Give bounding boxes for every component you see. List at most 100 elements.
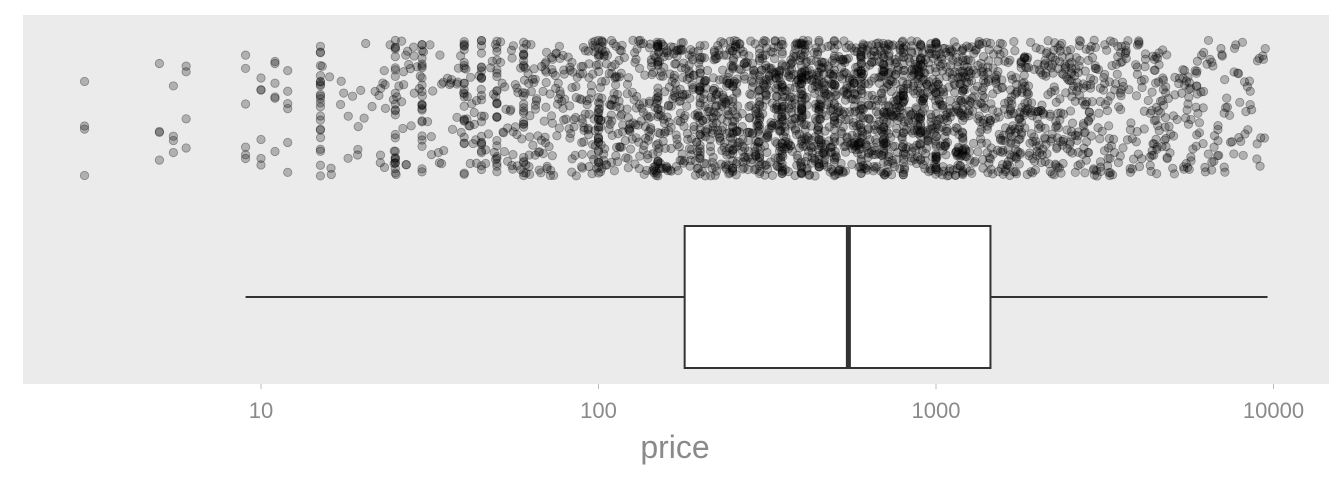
data-point bbox=[1087, 53, 1098, 63]
data-point bbox=[923, 125, 933, 135]
data-point bbox=[508, 127, 518, 137]
data-point bbox=[931, 77, 942, 87]
data-point bbox=[1233, 69, 1244, 79]
data-point bbox=[476, 148, 487, 158]
data-point bbox=[1147, 106, 1157, 116]
data-point bbox=[1149, 150, 1159, 160]
data-point bbox=[1015, 148, 1025, 158]
data-point bbox=[793, 75, 804, 85]
data-point bbox=[810, 81, 820, 91]
data-point bbox=[1052, 121, 1062, 131]
data-point bbox=[960, 72, 970, 82]
data-point bbox=[1095, 83, 1105, 93]
data-point bbox=[1004, 128, 1014, 138]
data-point bbox=[995, 147, 1006, 157]
data-point bbox=[1161, 133, 1171, 143]
data-point bbox=[974, 36, 984, 47]
data-point bbox=[866, 76, 876, 86]
data-point bbox=[732, 112, 743, 122]
data-point bbox=[941, 62, 951, 72]
data-point bbox=[968, 138, 979, 148]
data-point bbox=[240, 99, 251, 109]
data-point bbox=[753, 126, 764, 136]
data-point bbox=[898, 149, 908, 159]
data-point bbox=[607, 130, 617, 140]
data-point bbox=[1013, 147, 1023, 157]
data-point bbox=[964, 43, 974, 53]
data-point bbox=[759, 36, 769, 46]
data-point bbox=[1061, 72, 1072, 82]
data-point bbox=[1065, 45, 1076, 55]
data-point bbox=[1014, 114, 1025, 124]
data-point bbox=[1067, 91, 1077, 102]
data-point bbox=[794, 143, 805, 153]
data-point bbox=[982, 138, 992, 148]
data-point bbox=[804, 170, 814, 180]
data-point bbox=[655, 71, 666, 81]
data-point bbox=[1042, 47, 1052, 57]
data-point bbox=[901, 41, 911, 51]
data-point bbox=[898, 139, 908, 149]
data-point bbox=[915, 95, 926, 105]
data-point bbox=[856, 52, 866, 62]
data-point bbox=[812, 49, 822, 59]
data-point bbox=[718, 65, 728, 75]
data-point bbox=[270, 146, 280, 157]
data-point bbox=[270, 92, 280, 102]
data-point bbox=[763, 131, 773, 141]
data-point bbox=[792, 160, 802, 170]
data-point bbox=[694, 85, 704, 96]
data-point bbox=[814, 67, 824, 78]
data-point bbox=[168, 81, 178, 91]
data-point bbox=[1113, 41, 1123, 51]
data-point bbox=[909, 68, 919, 78]
data-point bbox=[415, 71, 425, 81]
data-point bbox=[761, 160, 771, 170]
data-point bbox=[998, 145, 1008, 155]
data-point bbox=[955, 67, 965, 77]
data-point bbox=[870, 135, 881, 145]
data-point bbox=[706, 146, 716, 157]
data-point bbox=[1083, 116, 1094, 126]
data-point bbox=[841, 43, 852, 53]
data-point bbox=[651, 93, 661, 104]
data-point bbox=[679, 58, 689, 68]
data-point bbox=[878, 70, 889, 80]
data-point bbox=[713, 41, 723, 51]
data-point bbox=[860, 79, 870, 89]
data-point bbox=[1049, 82, 1059, 92]
data-point bbox=[256, 134, 266, 145]
data-point bbox=[519, 119, 529, 129]
data-point bbox=[727, 46, 737, 56]
data-point bbox=[598, 37, 608, 47]
data-point bbox=[571, 81, 581, 92]
data-point bbox=[719, 50, 729, 60]
data-point bbox=[857, 131, 868, 141]
data-point bbox=[608, 38, 619, 49]
data-point bbox=[1200, 167, 1211, 177]
data-point bbox=[935, 87, 945, 97]
data-point bbox=[1131, 60, 1141, 70]
data-point bbox=[442, 73, 453, 83]
data-point bbox=[755, 74, 765, 85]
data-point bbox=[958, 115, 968, 126]
data-point bbox=[315, 133, 326, 143]
data-point bbox=[1020, 123, 1030, 133]
data-point bbox=[1162, 50, 1172, 60]
data-point bbox=[847, 144, 857, 154]
data-point bbox=[812, 82, 822, 92]
data-point bbox=[315, 102, 326, 112]
data-point bbox=[785, 92, 796, 102]
data-point bbox=[721, 160, 731, 170]
data-point bbox=[1213, 136, 1223, 146]
data-point bbox=[949, 126, 959, 136]
data-point bbox=[1152, 53, 1163, 63]
data-point bbox=[1239, 77, 1250, 87]
data-point bbox=[889, 161, 900, 172]
data-point bbox=[872, 95, 882, 106]
data-point bbox=[744, 51, 754, 61]
data-point bbox=[256, 73, 266, 83]
data-point bbox=[315, 77, 326, 87]
data-point bbox=[1149, 115, 1159, 126]
data-point bbox=[1222, 102, 1232, 112]
